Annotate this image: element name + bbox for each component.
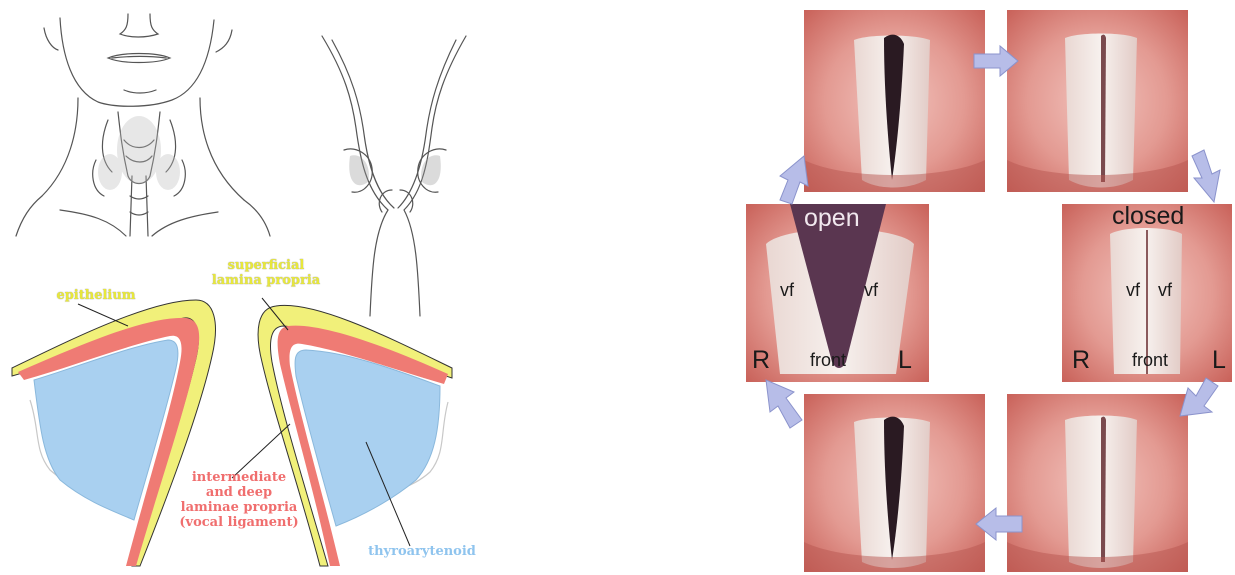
arrow-top-right — [974, 46, 1018, 76]
arrow-right-lower — [1180, 378, 1218, 416]
arrow-bottom-left — [976, 508, 1022, 540]
arrow-left-upper — [780, 156, 808, 204]
arrow-right-down — [1192, 150, 1220, 202]
arrow-left-lower — [766, 380, 802, 428]
